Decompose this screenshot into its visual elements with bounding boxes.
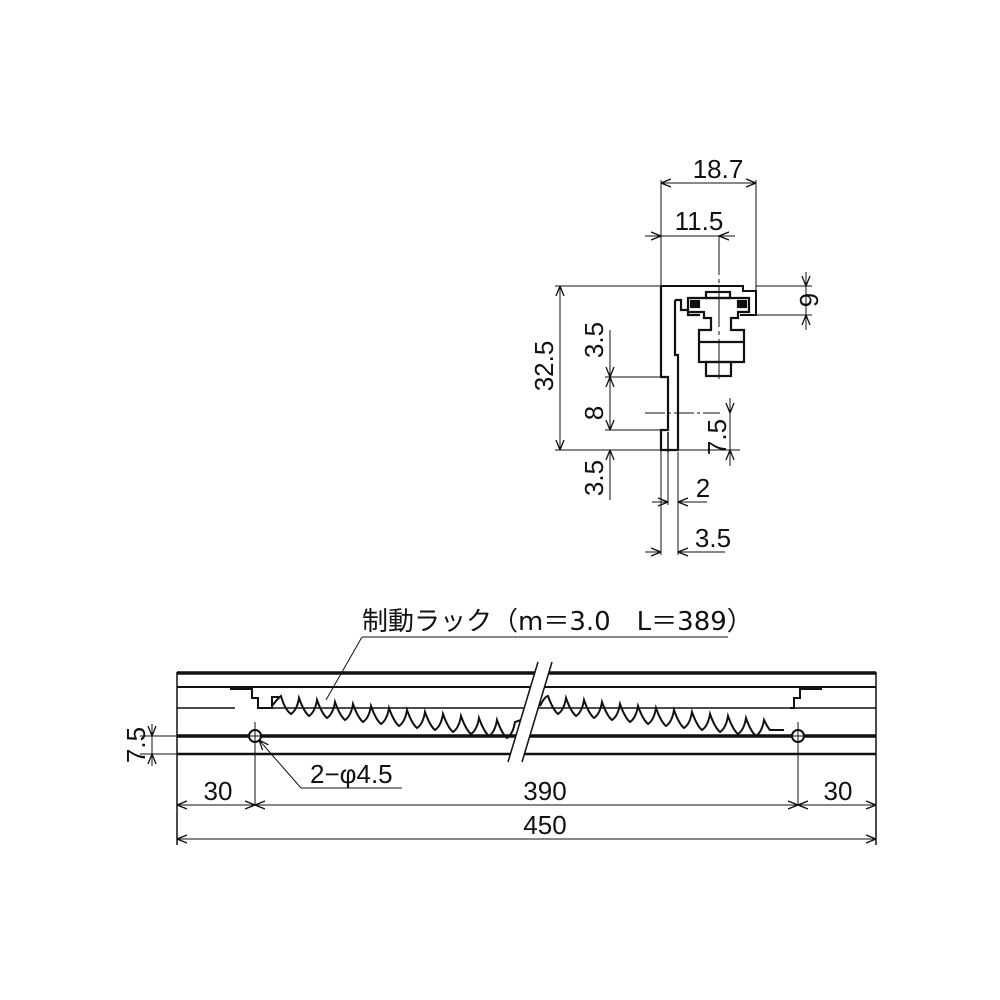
dim-8: 8 (579, 406, 609, 420)
hole-callout: 2−φ4.5 (310, 759, 393, 789)
rack-teeth (271, 694, 784, 740)
dim-6: 6 (794, 293, 824, 307)
plan-view (140, 636, 877, 845)
dim-2: 2 (696, 473, 710, 503)
dim-390: 390 (523, 776, 566, 806)
rack-end-right (790, 688, 822, 709)
dim-11-5: 11.5 (675, 206, 724, 236)
dim-450: 450 (523, 810, 566, 840)
dim-3-5-upper: 3.5 (579, 322, 609, 358)
mounting-hole-left (247, 722, 263, 805)
dim-7-5-section: 7.5 (702, 419, 732, 455)
plan-dimension-lines (140, 724, 876, 839)
dim-3-5-base: 3.5 (695, 523, 731, 553)
rail-body (176, 671, 877, 845)
section-dim-labels: 18.7 11.5 6 32.5 3.5 8 3.5 7.5 2 3.5 (529, 154, 824, 553)
dimension-lines (560, 183, 806, 552)
dim-30-left: 30 (204, 776, 233, 806)
dim-30-right: 30 (824, 776, 853, 806)
dim-18-7: 18.7 (693, 154, 744, 184)
dim-7-5-plan: 7.5 (121, 727, 151, 763)
mounting-hole-right (790, 722, 806, 805)
break-mark (507, 661, 553, 763)
section-view (555, 180, 812, 555)
rack-callout: 制動ラック（m＝3.0 L＝389） (362, 607, 753, 637)
extension-lines (555, 180, 812, 555)
plan-labels: 制動ラック（m＝3.0 L＝389） 2−φ4.5 7.5 30 390 30 … (121, 607, 852, 840)
dim-32-5: 32.5 (529, 341, 559, 392)
rack-end-left (230, 688, 280, 709)
dim-3-5-lower: 3.5 (579, 460, 609, 496)
leader-lines (259, 636, 728, 789)
